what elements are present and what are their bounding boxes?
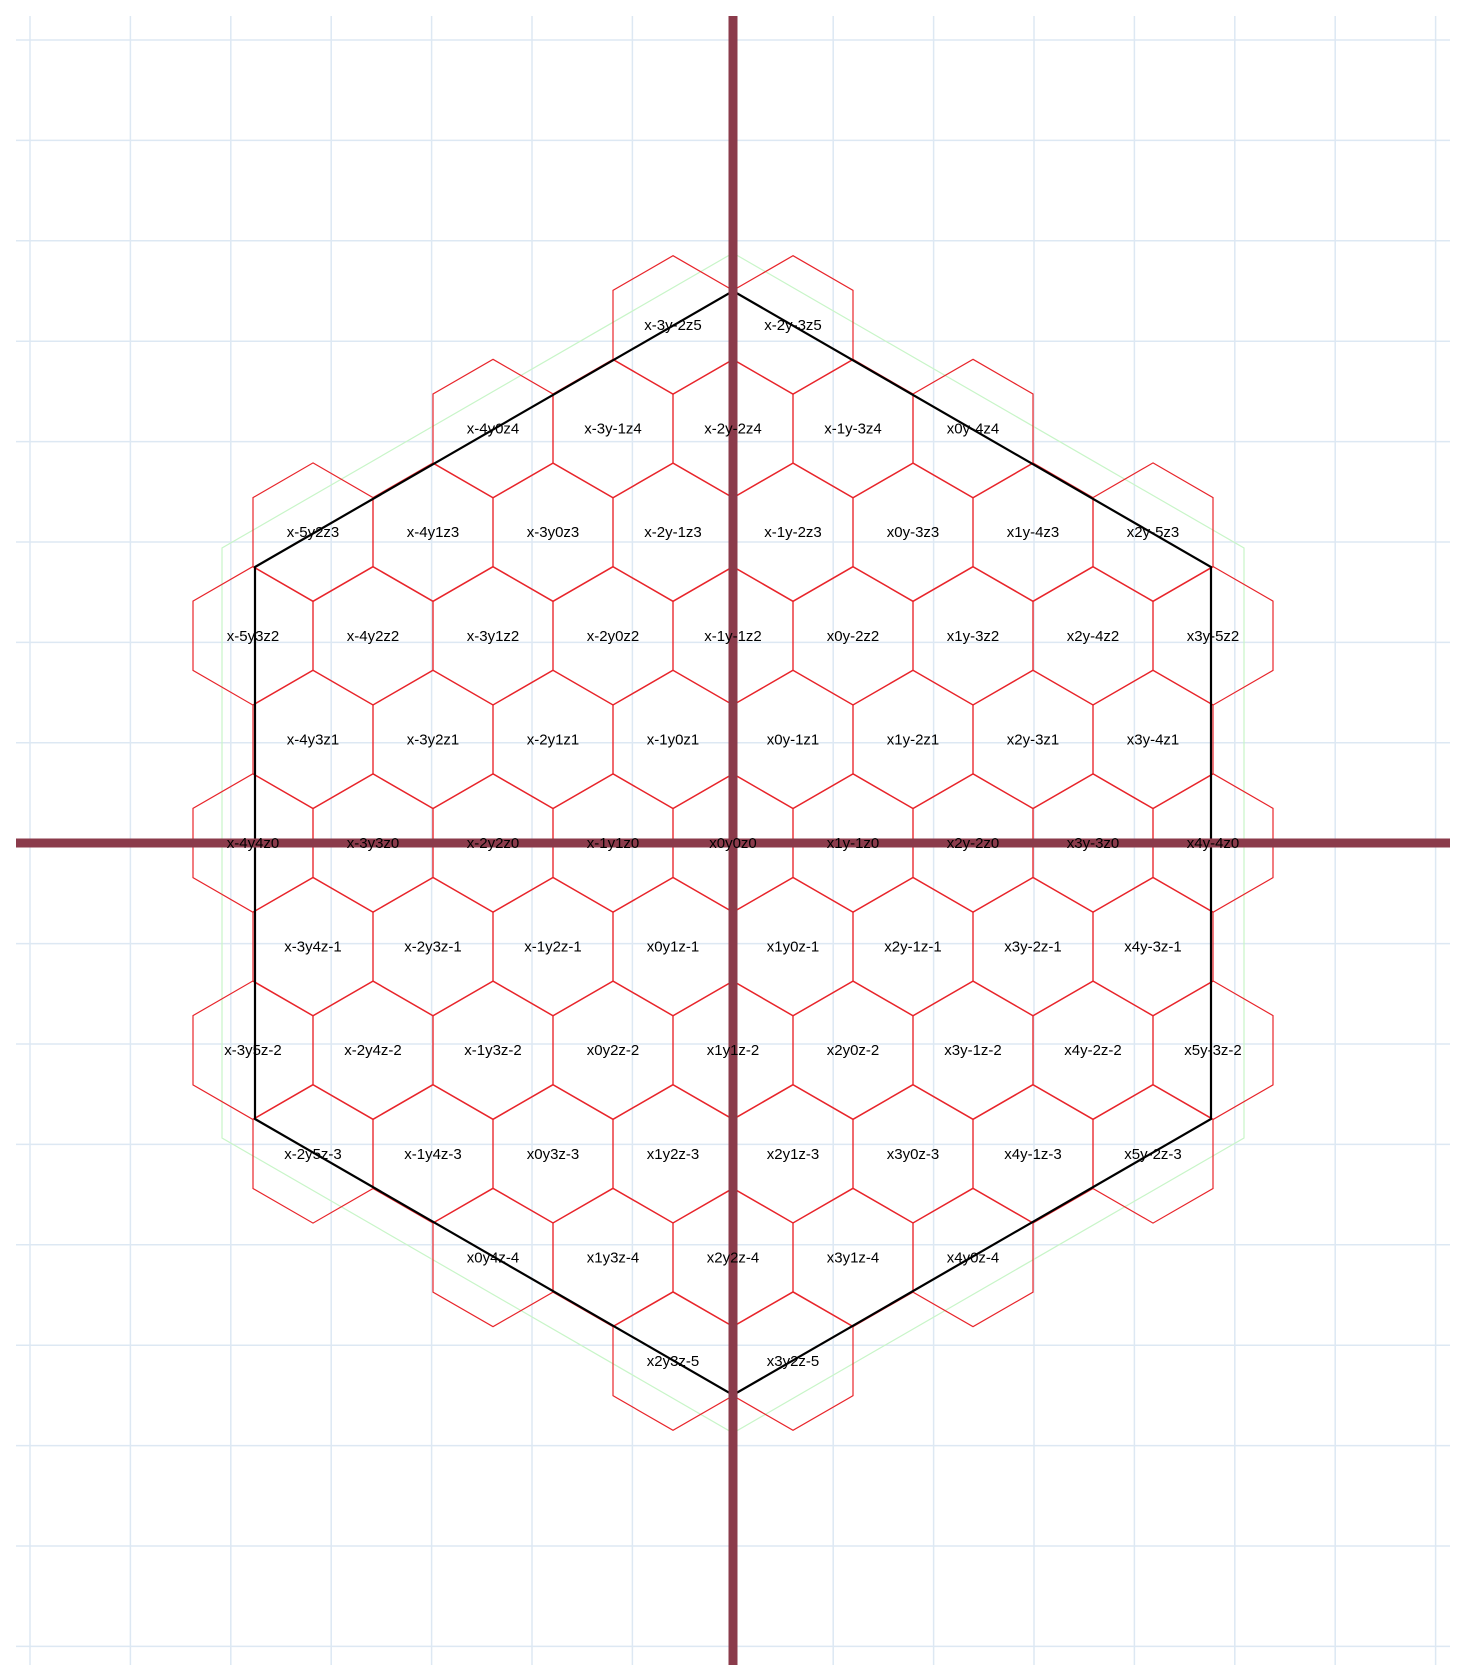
cell-label: x3y-3z0: [1067, 835, 1120, 852]
cell-label: x0y-4z4: [947, 421, 1000, 438]
cell-label: x-1y-1z2: [704, 628, 762, 645]
cell-label: x0y1z-1: [647, 939, 700, 956]
cell-label: x-4y4z0: [227, 835, 280, 852]
cell-label: x-4y3z1: [287, 731, 340, 748]
cell-label: x-2y0z2: [587, 628, 640, 645]
cell-label: x-3y-1z4: [584, 421, 642, 438]
cell-label: x3y1z-4: [827, 1249, 880, 1266]
cell-label: x-2y1z1: [527, 731, 580, 748]
cell-label: x0y-3z3: [887, 524, 940, 541]
cell-label: x3y-5z2: [1187, 628, 1240, 645]
cell-label: x-3y-2z5: [644, 317, 702, 334]
cell-label: x-1y4z-3: [404, 1146, 462, 1163]
cell-label: x4y-2z-2: [1064, 1042, 1122, 1059]
cell-label: x3y-4z1: [1127, 731, 1180, 748]
cell-label: x-1y2z-1: [524, 939, 582, 956]
cell-label: x4y-3z-1: [1124, 939, 1182, 956]
cell-label: x2y1z-3: [767, 1146, 820, 1163]
cell-label: x0y2z-2: [587, 1042, 640, 1059]
cell-label: x2y-3z1: [1007, 731, 1060, 748]
axes: [16, 16, 1450, 1665]
cell-label: x2y-5z3: [1127, 524, 1180, 541]
cell-label: x-3y1z2: [467, 628, 520, 645]
cell-label: x-2y3z-1: [404, 939, 462, 956]
cell-label: x2y3z-5: [647, 1353, 700, 1370]
cell-label: x-2y2z0: [467, 835, 520, 852]
cell-label: x-4y2z2: [347, 628, 400, 645]
cell-label: x2y-1z-1: [884, 939, 942, 956]
cell-label: x0y-1z1: [767, 731, 820, 748]
cell-label: x2y0z-2: [827, 1042, 880, 1059]
cell-label: x2y-2z0: [947, 835, 1000, 852]
cell-label: x1y-4z3: [1007, 524, 1060, 541]
cell-label: x-2y4z-2: [344, 1042, 402, 1059]
cell-label: x1y-2z1: [887, 731, 940, 748]
cell-label: x-4y1z3: [407, 524, 460, 541]
cell-labels: x-3y-2z5 x-2y-3z5 x-4y0z4 x-3y-1z4 x-2y-2z4 x…: [224, 317, 1242, 1370]
cell-label: x-3y2z1: [407, 731, 460, 748]
cell-label: x1y0z-1: [767, 939, 820, 956]
hex-cell: [1092, 1083, 1214, 1224]
cell-label: x4y0z-4: [947, 1249, 1000, 1266]
cell-label: x4y-4z0: [1187, 835, 1240, 852]
cell-label: x-3y0z3: [527, 524, 580, 541]
cell-label: x0y4z-4: [467, 1249, 520, 1266]
cell-label: x3y2z-5: [767, 1353, 820, 1370]
cell-label: x3y-1z-2: [944, 1042, 1002, 1059]
cell-label: x-1y1z0: [587, 835, 640, 852]
cell-label: x2y2z-4: [707, 1249, 760, 1266]
cell-label: x-2y-1z3: [644, 524, 702, 541]
cell-label: x-3y3z0: [347, 835, 400, 852]
cell-label: x-1y-3z4: [824, 421, 882, 438]
cell-label: x-5y3z2: [227, 628, 280, 645]
cell-label: x-2y-3z5: [764, 317, 822, 334]
cell-label: x-2y-2z4: [704, 421, 762, 438]
cell-label: x4y-1z-3: [1004, 1146, 1062, 1163]
cell-label: x3y-2z-1: [1004, 939, 1062, 956]
cell-label: x-4y0z4: [467, 421, 520, 438]
cell-label: x-1y-2z3: [764, 524, 822, 541]
cell-label: x-1y0z1: [647, 731, 700, 748]
cell-label: x-3y4z-1: [284, 939, 342, 956]
cell-label: x1y-3z2: [947, 628, 1000, 645]
cell-label: x-5y2z3: [287, 524, 340, 541]
cell-label: x-1y3z-2: [464, 1042, 522, 1059]
cell-label: x5y-2z-3: [1124, 1146, 1182, 1163]
cell-label: x5y-3z-2: [1184, 1042, 1242, 1059]
cell-label: x-3y5z-2: [224, 1042, 282, 1059]
cell-label: x1y3z-4: [587, 1249, 640, 1266]
cell-label: x0y-2z2: [827, 628, 880, 645]
cell-label: x3y0z-3: [887, 1146, 940, 1163]
cell-label: x0y3z-3: [527, 1146, 580, 1163]
cell-label: x-2y5z-3: [284, 1146, 342, 1163]
cell-label: x0y0z0: [709, 835, 757, 852]
cell-label: x1y-1z0: [827, 835, 880, 852]
cell-label: x1y2z-3: [647, 1146, 700, 1163]
cell-label: x2y-4z2: [1067, 628, 1120, 645]
cell-label: x1y1z-2: [707, 1042, 760, 1059]
